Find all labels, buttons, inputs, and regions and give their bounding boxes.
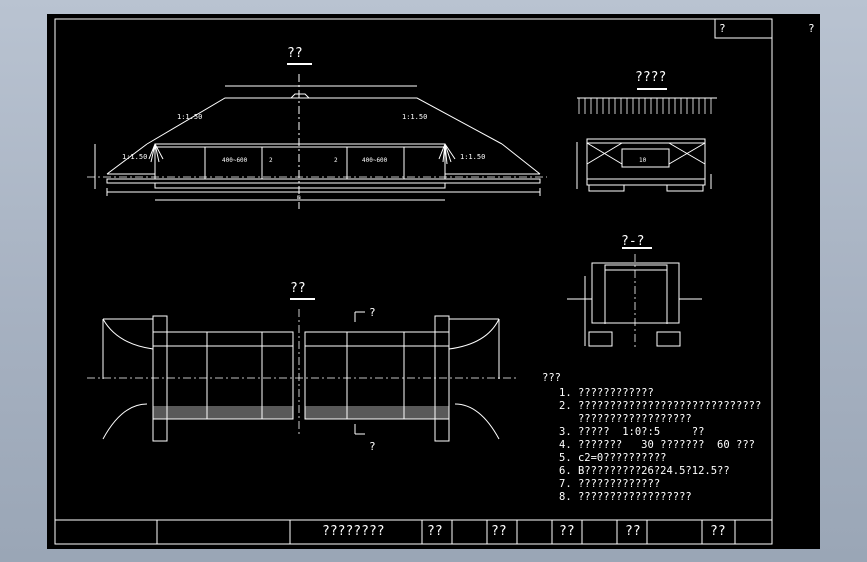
corner-mark: ? (719, 22, 726, 35)
drawing-linework (54, 18, 773, 545)
section-title: ?-? (621, 234, 645, 249)
slope-label-left: 1:1.50 (177, 113, 203, 121)
title-cell: ?? (625, 524, 641, 539)
cad-drawing-sheet[interactable]: ? ? ?? ???? ?-? ?? ? ? 1:1.50 1:1.50 1:1… (47, 14, 820, 549)
drawing-name: ???????? (322, 524, 385, 539)
cut-mark-top: ? (369, 306, 376, 319)
side-span-label: 10 (639, 157, 647, 164)
note-item: ?????????????????? (559, 413, 692, 425)
mid-label-left: 2 (269, 157, 273, 164)
note-item: 4. ??????? 30 ??????? 60 ??? (559, 439, 755, 451)
title-cell: ?? (559, 524, 575, 539)
mid-label-right: 2 (334, 157, 338, 164)
note-item: 6. B?????????26?24.5?12.5?? (559, 465, 730, 477)
span-label-right: 400~600 (362, 157, 388, 164)
note-item: 8. ?????????????????? (559, 491, 692, 503)
outer-corner-mark: ? (808, 22, 815, 35)
note-item: 2. ????????????????????????????? (559, 400, 762, 412)
elevation-title: ?? (287, 46, 303, 61)
title-cell: ?? (710, 524, 726, 539)
slope-label-outer-left: 1:1.50 (122, 153, 148, 161)
side-view-title: ???? (635, 70, 667, 85)
span-label-left: 400~600 (222, 157, 248, 164)
base-total-label: m (297, 194, 301, 201)
title-cell: ?? (427, 524, 443, 539)
note-item: 3. ????? 1:0?:5 ?? (559, 426, 705, 438)
note-item: 7. ????????????? (559, 478, 661, 490)
note-item: 5. c2=0?????????? (559, 452, 667, 464)
slope-label-outer-right: 1:1.50 (460, 153, 486, 161)
notes-heading: ??? (542, 372, 561, 384)
slope-label-right: 1:1.50 (402, 113, 428, 121)
plan-title: ?? (290, 281, 306, 296)
note-item: 1. ???????????? (559, 387, 654, 399)
title-cell: ?? (491, 524, 507, 539)
cut-mark-bottom: ? (369, 440, 376, 453)
